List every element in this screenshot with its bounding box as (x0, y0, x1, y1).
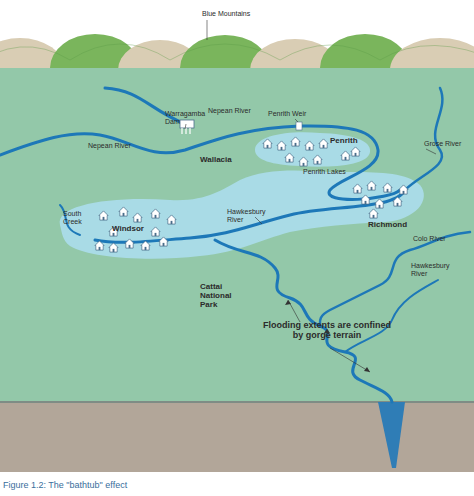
map-label: Nepean River (208, 107, 251, 115)
map-label: Penrith (330, 136, 358, 145)
house-icon (151, 227, 160, 236)
map-label: Penrith Weir (268, 110, 306, 118)
house-icon (263, 139, 272, 148)
house-icon (319, 139, 328, 148)
house-icon (361, 195, 370, 204)
house-icon (351, 147, 360, 156)
house-icon (383, 183, 392, 192)
weir (296, 122, 302, 130)
map-label: Cattai National Park (200, 282, 248, 309)
house-icon (95, 241, 104, 250)
house-icon (341, 151, 350, 160)
house-icon (151, 209, 160, 218)
house-icon (299, 157, 308, 166)
gorge-section (378, 402, 405, 468)
house-icon (119, 207, 128, 216)
map-label: Hawkesbury River (227, 208, 267, 224)
floodplain (0, 68, 474, 404)
river (0, 88, 470, 402)
leader-lines (185, 20, 436, 372)
map-label: Windsor (112, 224, 144, 233)
house-icon (167, 215, 176, 224)
house-icon (399, 185, 408, 194)
house-icon (133, 213, 142, 222)
house-icon (159, 237, 168, 246)
house-icon (99, 211, 108, 220)
house-icon (353, 184, 362, 193)
house-icon (375, 199, 384, 208)
house-icon (141, 241, 150, 250)
house-icon (305, 141, 314, 150)
map-label: Warragamba Dam (165, 110, 207, 126)
house-icon (277, 141, 286, 150)
house-icon (393, 197, 402, 206)
house-icon (125, 239, 134, 248)
map-label: Colo River (413, 235, 446, 243)
house-icon (369, 209, 378, 218)
map-label: Penrith Lakes (303, 168, 346, 176)
ground-slab (0, 402, 474, 472)
map-label: Grose River (424, 140, 461, 148)
flood-extent (60, 132, 424, 259)
map-label: Richmond (368, 220, 407, 229)
house-icon (285, 153, 294, 162)
house-icon (313, 155, 322, 164)
map-label: Wallacia (200, 155, 232, 164)
map-label: Flooding extents are confined by gorge t… (262, 320, 392, 340)
house-icon (367, 181, 376, 190)
house-icon (109, 243, 118, 252)
dam-wall (180, 120, 194, 128)
map-label: Hawkesbury River (411, 262, 451, 278)
figure-caption: Figure 1.2: The "bathtub" effect (3, 481, 127, 489)
house-icon (291, 137, 300, 146)
house-icons (95, 137, 408, 252)
map-label: South Creek (63, 210, 93, 226)
map-label: Nepean River (88, 142, 131, 150)
map-label: Blue Mountains (202, 10, 250, 18)
